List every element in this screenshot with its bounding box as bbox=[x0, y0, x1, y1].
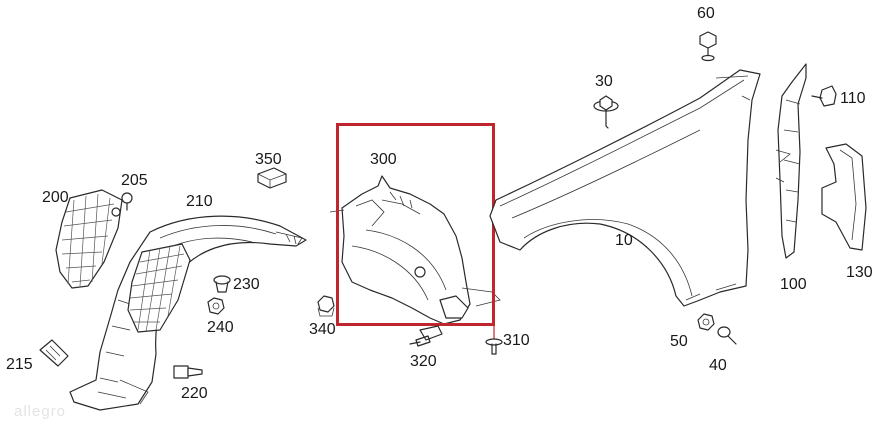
part-320-drawing bbox=[485, 313, 503, 355]
part-210-drawing bbox=[55, 189, 123, 289]
part-100-drawing bbox=[775, 63, 807, 259]
label-50: 50 bbox=[670, 333, 688, 350]
label-60: 60 bbox=[697, 5, 715, 22]
part-240-drawing bbox=[207, 297, 225, 315]
label-40: 40 bbox=[709, 357, 727, 374]
part-110-drawing bbox=[811, 85, 837, 107]
label-110: 110 bbox=[840, 90, 866, 107]
part-340-drawing bbox=[317, 295, 335, 317]
label-30: 30 bbox=[595, 73, 613, 90]
label-310: 320 bbox=[410, 353, 437, 370]
part-130-drawing bbox=[821, 143, 867, 251]
label-230: 230 bbox=[233, 276, 260, 293]
label-200: 210 bbox=[186, 193, 213, 210]
label-205: 215 bbox=[6, 356, 33, 373]
part-205-drawing bbox=[39, 339, 69, 367]
part-200-drawing bbox=[69, 215, 307, 411]
watermark: allegro bbox=[14, 403, 66, 420]
part-50-drawing bbox=[697, 313, 715, 331]
part-310-drawing bbox=[409, 325, 443, 347]
label-100: 100 bbox=[780, 276, 807, 293]
part-230-drawing bbox=[213, 275, 231, 293]
label-340: 340 bbox=[309, 321, 336, 338]
label-220: 220 bbox=[181, 385, 208, 402]
part-220-drawing bbox=[173, 365, 203, 379]
label-240: 240 bbox=[207, 319, 234, 336]
label-350: 350 bbox=[255, 151, 282, 168]
label-320: 310 bbox=[503, 332, 530, 349]
label-215: 205 bbox=[121, 172, 148, 189]
part-215-drawing bbox=[111, 192, 133, 217]
part-350-drawing bbox=[257, 167, 287, 189]
part-10-drawing bbox=[489, 69, 761, 307]
label-130: 130 bbox=[846, 264, 873, 281]
label-300: 300 bbox=[370, 151, 397, 168]
part-30-drawing bbox=[593, 95, 619, 129]
part-40-drawing bbox=[717, 326, 737, 345]
label-10: 10 bbox=[615, 232, 633, 249]
part-300-drawing bbox=[329, 175, 501, 325]
part-60-drawing bbox=[699, 31, 717, 62]
label-210: 200 bbox=[42, 189, 69, 206]
